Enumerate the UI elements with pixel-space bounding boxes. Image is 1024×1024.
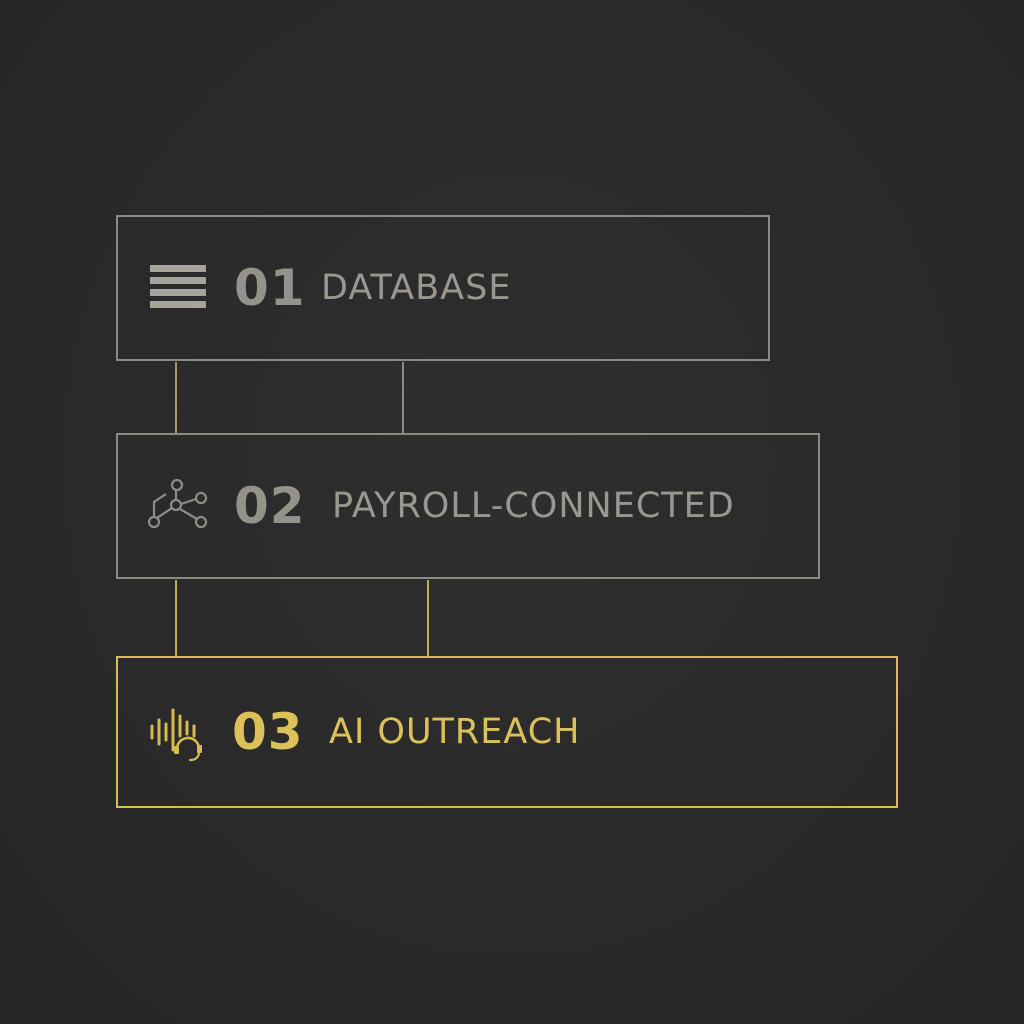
- stage-number: 02: [234, 477, 306, 535]
- database-stack-icon: [146, 256, 210, 320]
- stage-label: DATABASE: [321, 268, 512, 308]
- voice-headset-icon: [146, 700, 210, 764]
- network-nodes-icon: [146, 474, 210, 538]
- stage-number: 01: [234, 259, 306, 317]
- stage-label: AI OUTREACH: [329, 712, 581, 752]
- stage-database: 01 DATABASE: [116, 215, 770, 361]
- stage-number: 03: [232, 703, 304, 761]
- stage-ai-outreach: 03 AI OUTREACH: [116, 656, 898, 808]
- stage-label: PAYROLL-CONNECTED: [332, 486, 735, 526]
- stage-payroll-connected: 02 PAYROLL-CONNECTED: [116, 433, 820, 579]
